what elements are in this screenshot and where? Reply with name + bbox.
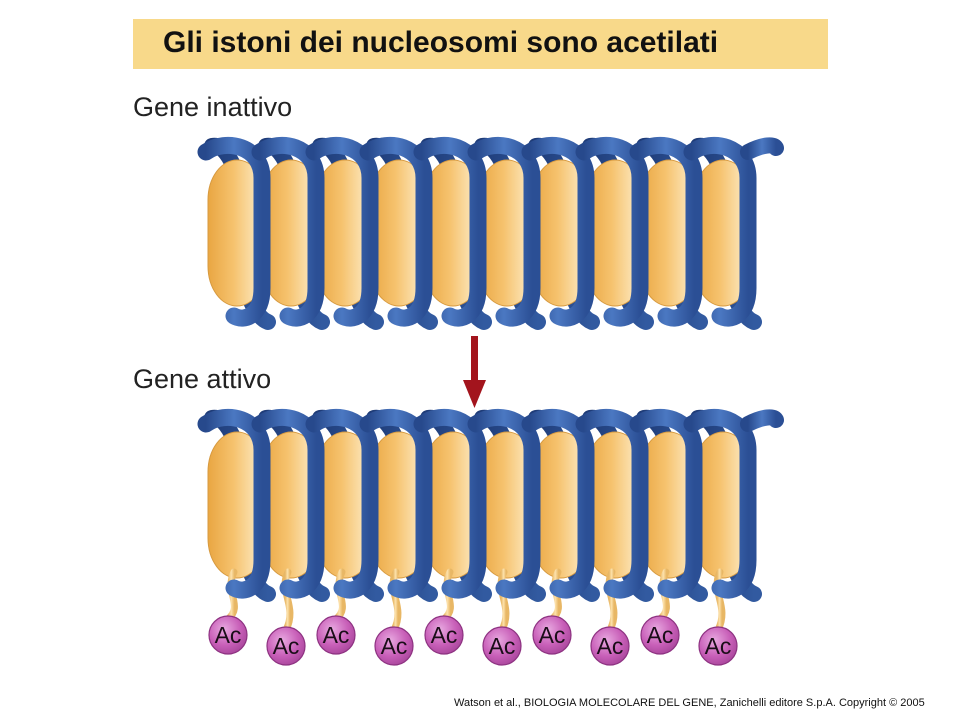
page-title: Gli istoni dei nucleosomi sono acetilati xyxy=(163,26,719,59)
acetyl-group xyxy=(532,615,572,655)
acetyl-label: Ac xyxy=(323,622,350,648)
dna-strand-front xyxy=(251,408,325,599)
arrow-head xyxy=(463,380,486,408)
acetyl-group xyxy=(266,626,306,666)
acetyl-group xyxy=(208,615,248,655)
acetyl-label: Ac xyxy=(273,633,300,659)
acetyl-group xyxy=(374,626,414,666)
histone-tail xyxy=(605,568,618,634)
acetyl-label: Ac xyxy=(215,622,242,648)
dna-strand-front xyxy=(575,408,649,599)
histone-tail xyxy=(332,568,346,623)
acetyl-label: Ac xyxy=(539,622,566,648)
acetyl-label: Ac xyxy=(647,622,674,648)
dna-strand-front xyxy=(197,408,271,599)
dna-strand-front xyxy=(305,136,379,327)
title-banner: Gli istoni dei nucleosomi sono acetilati xyxy=(133,19,828,69)
acetyl-group xyxy=(482,626,522,666)
dna-strand-front xyxy=(305,408,379,599)
label-gene-active: Gene attivo xyxy=(133,364,272,394)
acetyl-label: Ac xyxy=(381,633,408,659)
acetyl-label: Ac xyxy=(705,633,732,659)
histone-tail xyxy=(281,568,294,634)
dna-strand-front xyxy=(467,408,541,599)
acetyl-group xyxy=(640,615,680,655)
dna-strand-front xyxy=(467,136,541,327)
copyright-credit: Watson et al., BIOLOGIA MOLECOLARE DEL G… xyxy=(454,697,925,709)
dna-strand-front xyxy=(197,136,271,327)
acetyl-label: Ac xyxy=(489,633,516,659)
histone-tail xyxy=(713,568,726,634)
dna-strand-front xyxy=(359,408,433,599)
acetyl-label: Ac xyxy=(431,622,458,648)
acetyl-group xyxy=(698,626,738,666)
histone-tail xyxy=(389,568,402,634)
acetyl-group xyxy=(424,615,464,655)
acetyl-group xyxy=(590,626,630,666)
dna-strand-front xyxy=(413,136,487,327)
dna-strand-front xyxy=(683,136,757,327)
acetyl-group xyxy=(316,615,356,655)
arrow-shaft xyxy=(471,336,478,386)
dna-strand-front xyxy=(575,136,649,327)
dna-strand-front xyxy=(521,136,595,327)
dna-strand-front xyxy=(629,408,703,599)
dna-end xyxy=(740,137,784,160)
histone-tail xyxy=(548,568,562,623)
chromatin-active: Ac Ac Ac Ac Ac Ac Ac Ac Ac Ac xyxy=(197,408,784,666)
dna-strand-front xyxy=(629,136,703,327)
dna-strand-front xyxy=(521,408,595,599)
dna-strand-front xyxy=(683,408,757,599)
dna-strand-front xyxy=(413,408,487,599)
acetyl-label: Ac xyxy=(597,633,624,659)
chromatin-inactive xyxy=(197,136,784,330)
dna-end xyxy=(740,409,784,432)
histone-tail xyxy=(497,568,510,634)
histone-tail xyxy=(224,568,238,623)
label-gene-inactive: Gene inattivo xyxy=(133,92,293,122)
transition-arrow xyxy=(463,336,486,408)
dna-strand-front xyxy=(251,136,325,327)
dna-strand-front xyxy=(359,136,433,327)
histone-tail xyxy=(440,568,454,623)
histone-tail xyxy=(656,568,670,623)
